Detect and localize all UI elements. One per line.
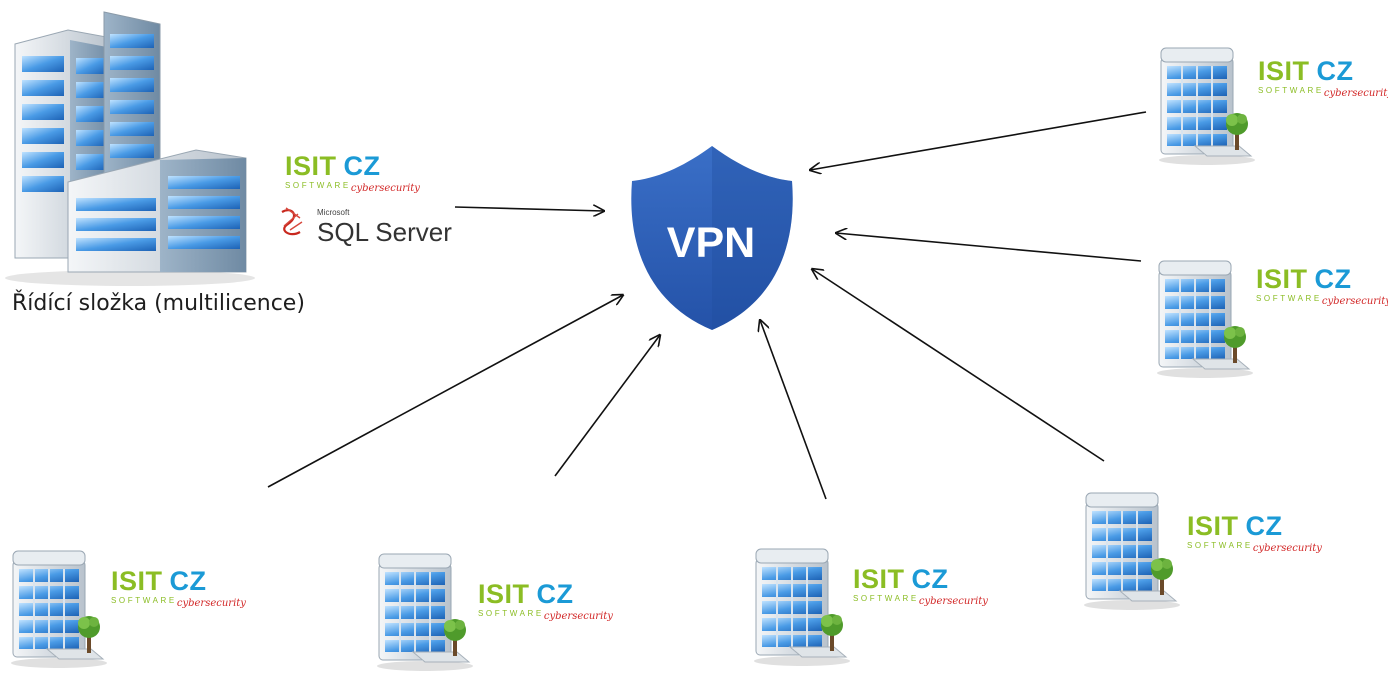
cybersecurity-text: cybersecurity (543, 611, 613, 622)
cz-text: CZ (1245, 511, 1283, 541)
arrow-branch-mid-right-to-vpn (836, 233, 1142, 262)
software-text: SOFTWARE (285, 181, 351, 190)
branch-top-right-building-icon (1158, 47, 1256, 166)
isit-text: ISIT (1258, 56, 1310, 86)
branch-bottom-left-building-icon (10, 550, 108, 669)
isit-text: ISIT (1256, 264, 1308, 294)
arrow-branch-top-right-to-vpn (810, 111, 1147, 170)
cz-text: CZ (1314, 264, 1352, 294)
cz-text: CZ (911, 564, 949, 594)
vpn-label: VPN (667, 219, 755, 267)
cybersecurity-text: cybersecurity (918, 596, 988, 607)
branch-bottom-center-left-building-icon (376, 553, 474, 672)
cybersecurity-text: cybersecurity (1321, 296, 1388, 307)
cybersecurity-text: cybersecurity (1323, 88, 1388, 99)
software-text: SOFTWARE (1187, 541, 1253, 550)
isit-text: ISIT (853, 564, 905, 594)
cz-text: CZ (343, 151, 381, 181)
isit-text: ISIT (285, 151, 337, 181)
isit-text: ISIT (478, 579, 530, 609)
arrow-branch-lower-right-to-vpn (812, 269, 1105, 462)
branch-mid-right-building-icon (1156, 260, 1254, 379)
arrow-branch-bottom-left-to-vpn (267, 295, 623, 488)
software-text: SOFTWARE (111, 596, 177, 605)
software-text: SOFTWARE (1258, 86, 1324, 95)
sql-server-logo: Microsoft SQL Server (317, 208, 452, 248)
arrow-main-office-to-vpn (454, 207, 604, 211)
branch-bottom-center-right-building-icon (753, 548, 851, 667)
software-text: SOFTWARE (853, 594, 919, 603)
branch-lower-right-building-icon (1083, 492, 1181, 611)
cz-text: CZ (169, 566, 207, 596)
sql-server-text: SQL Server (317, 217, 452, 247)
vpn-shield-icon: VPN (631, 146, 793, 330)
software-text: SOFTWARE (478, 609, 544, 618)
isit-text: ISIT (111, 566, 163, 596)
software-text: SOFTWARE (1256, 294, 1322, 303)
arrow-branch-bottom-center-right-to-vpn (760, 320, 827, 500)
cybersecurity-text: cybersecurity (176, 598, 246, 609)
arrow-branch-bottom-center-left-to-vpn (554, 335, 660, 477)
sql-server-logo-icon (281, 207, 303, 236)
cz-text: CZ (1316, 56, 1354, 86)
main-office-caption: Řídící složka (multilicence) (12, 291, 305, 316)
cz-text: CZ (536, 579, 574, 609)
connection-arrows (267, 111, 1147, 500)
main-office-building-icon (5, 11, 255, 286)
microsoft-text: Microsoft (317, 208, 350, 217)
cybersecurity-text: cybersecurity (1252, 543, 1322, 554)
isit-text: ISIT (1187, 511, 1239, 541)
cybersecurity-text: cybersecurity (350, 183, 420, 194)
